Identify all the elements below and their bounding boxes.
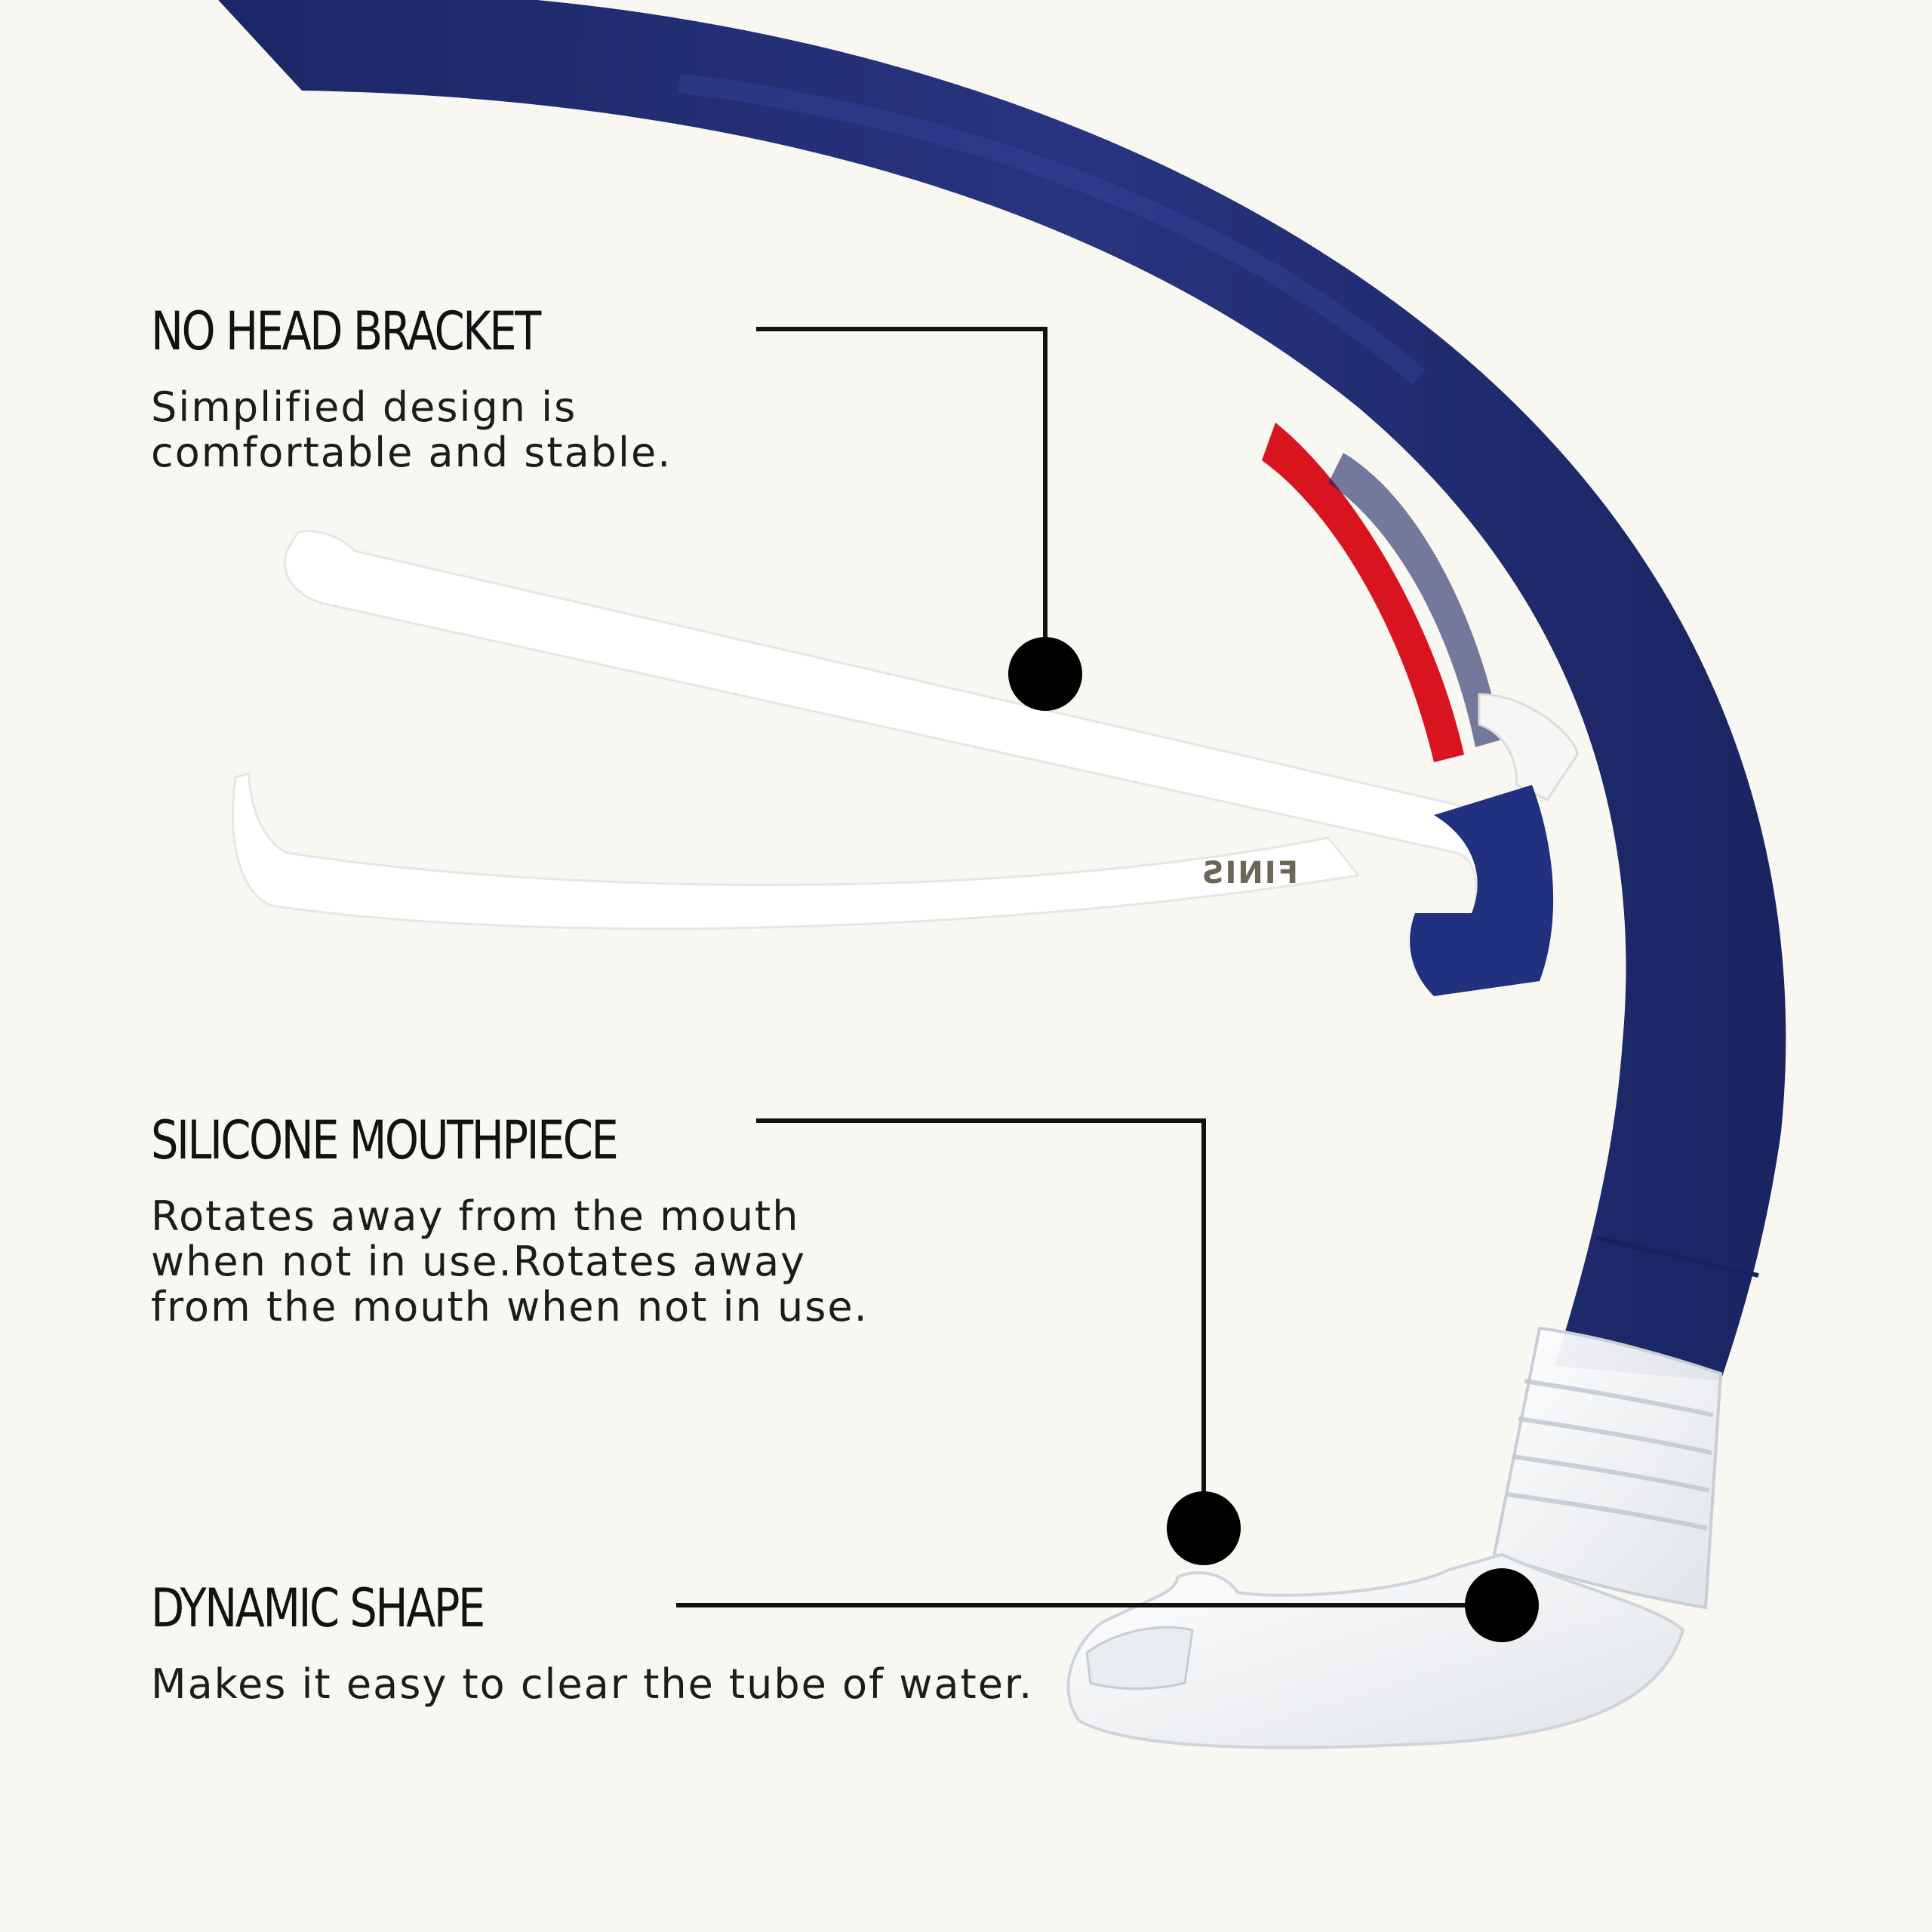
callout-line-1 bbox=[756, 327, 1048, 674]
tube-joint bbox=[1595, 1235, 1759, 1278]
strap-lower bbox=[232, 772, 1361, 931]
feature-no-head-bracket: NO HEAD BRACKET Simplified design is com… bbox=[151, 305, 906, 475]
tube-highlight bbox=[678, 73, 1426, 385]
feature-description: Simplified design is comfortable and sta… bbox=[151, 383, 672, 476]
callout-line-2 bbox=[756, 1118, 1206, 1528]
callout-dot-2 bbox=[1167, 1491, 1241, 1565]
strap-clip bbox=[1478, 693, 1579, 801]
feature-title: DYNAMIC SHAPE bbox=[151, 1577, 485, 1639]
callout-dot-3 bbox=[1465, 1568, 1539, 1642]
snorkel-tube bbox=[218, 0, 1786, 1381]
brand-mark: FINIS bbox=[1201, 856, 1298, 891]
feature-dynamic-shape: DYNAMIC SHAPE Makes it easy to clear the… bbox=[151, 1577, 1032, 1707]
callout-dot-1 bbox=[1008, 637, 1082, 711]
feature-title: SILICONE MOUTHPIECE bbox=[151, 1109, 619, 1171]
feature-description: Rotates away from the mouth when not in … bbox=[151, 1192, 869, 1331]
feature-silicone-mouthpiece: SILICONE MOUTHPIECE Rotates away from th… bbox=[151, 1114, 906, 1330]
strap-bracket bbox=[1410, 785, 1554, 996]
feature-description: Makes it easy to clear the tube of water… bbox=[151, 1660, 1034, 1708]
mouthpiece-bite bbox=[1085, 1626, 1194, 1690]
tube-clip-shadow bbox=[1328, 453, 1502, 747]
feature-title: NO HEAD BRACKET bbox=[151, 300, 541, 362]
red-stabilizer bbox=[1262, 423, 1464, 762]
collar-threads bbox=[1506, 1379, 1714, 1531]
clear-collar bbox=[1492, 1326, 1723, 1610]
